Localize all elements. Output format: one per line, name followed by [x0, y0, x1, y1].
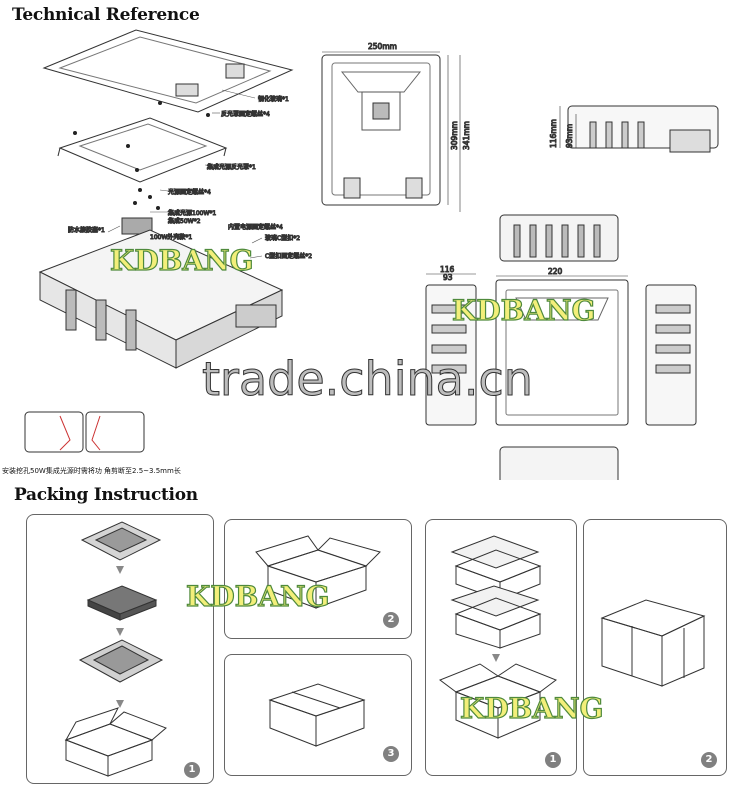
- label-integrated-source-50w: 集成50W*2: [168, 217, 201, 225]
- arrow-down-icon: [116, 700, 124, 708]
- label-waterproof-plug: 防水接胶塞*1: [68, 226, 105, 234]
- reflector-drawing: [57, 117, 228, 183]
- dim-height-outer: 341mm: [462, 121, 471, 150]
- step-badge-5: 2: [701, 752, 717, 768]
- dim-depth-inner: 93mm: [565, 124, 574, 148]
- led-chip-drawing: [121, 217, 153, 235]
- open-box-drawing-3: [438, 663, 558, 739]
- label-integrated-reflector: 集成光源反光罩*1: [207, 163, 256, 171]
- open-box-drawing-2: [255, 535, 381, 609]
- technical-drawings: 钢化玻璃*1 反光罩固定螺丝*4 集成光源反光罩*1 光源固定螺丝*4 集成光源…: [24, 29, 719, 480]
- arrow-down-icon: [116, 566, 124, 574]
- orthographic-views-drawing: [425, 214, 697, 480]
- open-box-drawing-1: [64, 707, 167, 777]
- brand-watermark-4: KDBANG: [460, 692, 604, 725]
- label-tempered-glass: 钢化玻璃*1: [258, 95, 289, 103]
- tempered-glass-drawing: [42, 29, 294, 113]
- label-light-source-screw: 光源固定螺丝*4: [168, 188, 211, 196]
- sealed-carton-drawing: [600, 599, 706, 687]
- install-note: 安装挖孔50W集成光源时需将功 角剪断至2.5~3.5mm长: [2, 467, 181, 475]
- stacked-boxes-drawing: [450, 535, 542, 649]
- dim-small-c: 220: [548, 267, 563, 276]
- step-badge-4: 1: [545, 752, 561, 768]
- brand-watermark-3: KDBANG: [186, 580, 330, 613]
- housing-drawing: [38, 229, 284, 369]
- lamp-module-drawing: [86, 585, 158, 621]
- step-badge-1: 1: [184, 762, 200, 778]
- step-badge-3: 3: [383, 746, 399, 762]
- label-c-clip-screw: C型扣固定螺丝*2: [265, 252, 312, 260]
- technical-reference-title: Technical Reference: [12, 5, 200, 25]
- install-detail-drawing: [24, 411, 145, 453]
- step-badge-2: 2: [383, 612, 399, 628]
- packing-panel-2: [224, 519, 412, 639]
- screws-drawing: [73, 101, 210, 210]
- label-reflector-screw: 反光罩固定螺丝*4: [221, 110, 270, 118]
- label-integrated-source: 集成光源100W*1: [168, 209, 216, 217]
- label-driver-screw: 内置电源固定螺丝*4: [228, 223, 283, 231]
- leader-lines: [107, 89, 263, 259]
- packing-panel-5: [583, 519, 727, 776]
- brand-watermark-2: KDBANG: [452, 294, 596, 327]
- tray-bottom-drawing: [78, 639, 164, 683]
- watermark-text: trade.china.cn: [202, 352, 533, 406]
- dim-depth-outer: 116mm: [549, 119, 558, 148]
- brand-watermark-1: KDBANG: [110, 244, 254, 277]
- dim-small-a: 116: [440, 265, 455, 274]
- arrow-down-icon: [492, 654, 500, 662]
- packing-instruction-title: Packing Instruction: [14, 485, 198, 505]
- tray-top-drawing: [80, 521, 162, 561]
- label-glass-clip: 玻璃C型扣*2: [265, 234, 300, 242]
- dim-height-inner: 309mm: [450, 121, 459, 150]
- arrow-down-icon: [116, 628, 124, 636]
- front-view-drawing: [321, 51, 461, 212]
- side-view-drawing: [559, 105, 719, 153]
- closed-box-drawing: [268, 683, 366, 747]
- dim-width: 250mm: [368, 42, 397, 51]
- label-heat-sink: 100W外壳款*1: [150, 233, 192, 241]
- dim-small-b: 93: [443, 273, 453, 282]
